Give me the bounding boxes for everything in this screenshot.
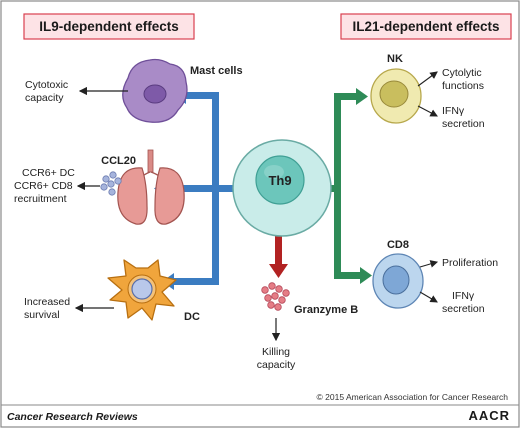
nk-effect2-line2: secretion <box>442 118 485 130</box>
lung-icon: CCL20 <box>101 149 185 225</box>
granzyme-arrow <box>269 235 288 278</box>
granzyme-effect-line1: Killing <box>262 346 290 358</box>
cd8-effects: Proliferation IFNγ secretion <box>419 257 498 315</box>
ccl20-effect-line2: CCR6+ CD8 <box>14 180 73 192</box>
mast-effect-line1: Cytotoxic <box>25 79 68 91</box>
ccl20-dots <box>100 171 122 196</box>
dc-label: DC <box>184 311 200 323</box>
cd8-cell: CD8 <box>372 239 424 309</box>
il9-header: IL9-dependent effects <box>23 13 195 40</box>
cd8-effect2-line1: IFNγ <box>452 290 475 302</box>
ccl20-effect-line1: CCR6+ DC <box>22 167 75 179</box>
ccl20-effect: CCR6+ DC CCR6+ CD8 recruitment <box>14 167 100 205</box>
dc-effect-line1: Increased <box>24 296 70 308</box>
il21-arrows <box>326 88 372 284</box>
aacr-logo: AACR <box>468 408 510 423</box>
granzyme-label: Granzyme B <box>294 304 358 316</box>
cd8-effect1: Proliferation <box>442 257 498 269</box>
journal-name: Cancer Research Reviews <box>7 411 138 423</box>
mast-cells-label: Mast cells <box>190 65 243 77</box>
th9-label: Th9 <box>268 173 291 188</box>
nk-effects: Cytolytic functions IFNγ secretion <box>417 67 485 130</box>
granzyme-effect-line2: capacity <box>257 359 296 371</box>
nk-effect2-line1: IFNγ <box>442 105 465 117</box>
nk-effect1-line1: Cytolytic <box>442 67 482 79</box>
mast-effect: Cytotoxic capacity <box>25 79 128 104</box>
th9-cell: Th9 <box>232 139 332 237</box>
granzyme-granules <box>261 282 290 311</box>
copyright-text: © 2015 American Association for Cancer R… <box>317 392 509 402</box>
ccl20-label: CCL20 <box>101 155 136 167</box>
mast-effect-line2: capacity <box>25 92 64 104</box>
il21-header: IL21-dependent effects <box>340 13 512 40</box>
il9-header-label: IL9-dependent effects <box>39 19 179 34</box>
cd8-label: CD8 <box>387 239 409 251</box>
dc-effect-line2: survival <box>24 309 60 321</box>
dendritic-cell: DC <box>107 259 200 323</box>
nk-label: NK <box>387 53 403 65</box>
nk-effect1-line2: functions <box>442 80 484 92</box>
ccl20-effect-line3: recruitment <box>14 193 67 205</box>
dc-effect: Increased survival <box>24 296 114 321</box>
granzyme-effect: Killing capacity <box>257 318 296 371</box>
il21-header-label: IL21-dependent effects <box>352 19 499 34</box>
mast-cell: Mast cells <box>122 58 243 123</box>
nk-cell: NK <box>370 53 422 124</box>
cd8-effect2-line2: secretion <box>442 303 485 315</box>
